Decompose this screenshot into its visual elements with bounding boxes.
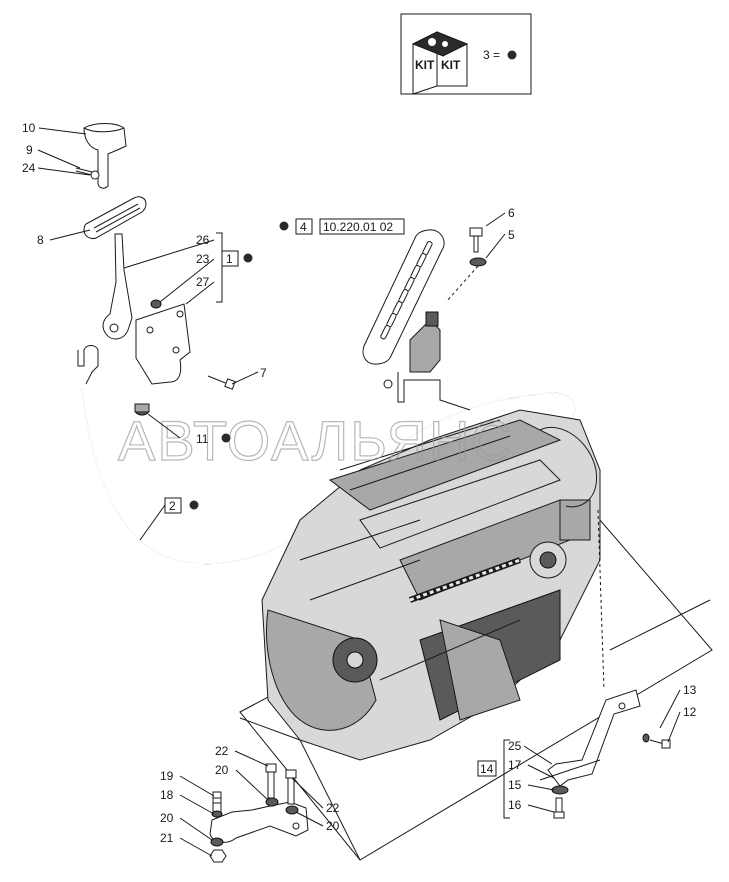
callout-25: 25 <box>508 739 522 753</box>
part-20-washer-c <box>210 837 224 847</box>
callout-7: 7 <box>260 366 267 380</box>
callout-22-b: 22 <box>326 801 340 815</box>
part-8-grommet <box>83 196 147 239</box>
part-20-washer-a <box>265 797 279 807</box>
callout-1-box <box>221 250 239 267</box>
part-25-bracket <box>547 689 641 787</box>
callout-10: 10 <box>22 121 36 135</box>
kit-legend-text: 3 = <box>483 48 500 62</box>
callout-12: 12 <box>683 705 697 719</box>
kit-dot-icon <box>243 253 253 263</box>
part-4-pedal <box>362 229 471 411</box>
callout-16: 16 <box>508 798 522 812</box>
callout-19: 19 <box>160 769 174 783</box>
callout-22-a: 22 <box>215 744 229 758</box>
reference-text: 10.220.01 02 <box>323 220 393 234</box>
engine-block <box>239 409 713 861</box>
callout-6: 6 <box>508 206 515 220</box>
kit-label-left: KIT <box>415 58 435 72</box>
part-12-bolt <box>649 739 671 749</box>
part-11-cap <box>134 403 150 416</box>
callout-20-a: 20 <box>215 763 229 777</box>
callout-24: 24 <box>22 161 36 175</box>
part-23-nut <box>150 299 162 309</box>
watermark: АВТОАЛЬЯНС <box>118 409 514 472</box>
callout-14: 14 <box>480 762 494 776</box>
part-15-washer <box>551 785 569 795</box>
callout-20-c: 20 <box>160 811 174 825</box>
part-18-washer <box>211 810 223 818</box>
part-13-washer <box>642 733 650 743</box>
reference-box <box>319 218 405 235</box>
part-16-bolt <box>553 797 565 819</box>
part-22-bolt-b <box>285 769 297 805</box>
callout-8: 8 <box>37 233 44 247</box>
callout-11: 11 <box>196 432 209 446</box>
part-9-screw <box>75 167 100 180</box>
kit-dot-icon <box>189 500 199 510</box>
kit-dot-icon <box>279 221 289 231</box>
callout-18: 18 <box>160 788 174 802</box>
kit-legend-box: KIT KIT 3 = <box>400 13 532 95</box>
kit-dot-icon <box>221 433 231 443</box>
part-21-nut <box>209 849 227 863</box>
callout-5: 5 <box>508 228 515 242</box>
kit-label-right: KIT <box>441 58 461 72</box>
callout-17: 17 <box>508 758 522 772</box>
callout-2: 2 <box>169 499 176 513</box>
callout-9: 9 <box>26 143 33 157</box>
part-10-knob-cover <box>83 123 127 189</box>
kit-box-icon <box>411 31 469 95</box>
part-22-bolt-a <box>265 763 277 799</box>
part-6-bolt <box>469 227 483 253</box>
callout-21: 21 <box>160 831 174 845</box>
part-27-bracket <box>135 303 191 385</box>
callout-13: 13 <box>683 683 697 697</box>
part-20-washer-b <box>285 805 299 815</box>
part-7-bolt <box>207 375 236 390</box>
kit-dot-icon <box>507 50 517 60</box>
callout-1: 1 <box>226 252 233 266</box>
callout-26: 26 <box>196 233 210 247</box>
callout-4-box <box>295 218 313 235</box>
callout-15: 15 <box>508 778 522 792</box>
leader-lines <box>37 127 681 857</box>
callout-20-b: 20 <box>326 819 340 833</box>
callout-14-box <box>477 760 497 777</box>
part-26-lever <box>102 233 133 340</box>
callout-4: 4 <box>300 220 307 234</box>
part-5-washer <box>469 257 487 267</box>
callout-2-box <box>164 497 182 514</box>
callout-27: 27 <box>196 275 210 289</box>
callout-23: 23 <box>196 252 210 266</box>
